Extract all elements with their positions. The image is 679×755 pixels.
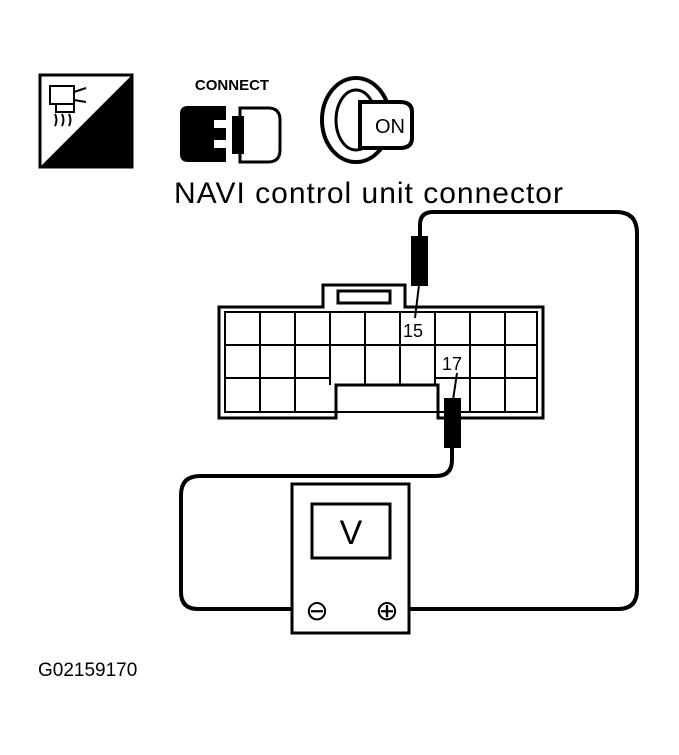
connect-icon: CONNECT (180, 77, 282, 164)
negative-probe (444, 372, 461, 448)
ignition-label: ON (375, 116, 405, 138)
diagram-title: NAVI control unit connector (174, 177, 564, 210)
negative-terminal: ⊖ (305, 595, 328, 626)
pin-17-label: 17 (442, 354, 462, 374)
positive-terminal: ⊕ (375, 595, 398, 626)
connect-label: CONNECT (195, 77, 269, 94)
voltmeter-display (310, 502, 392, 560)
positive-wire (392, 210, 639, 611)
connector (217, 283, 545, 420)
hs-label: H.S. (80, 140, 123, 165)
harness-side-icon: H.S. (38, 73, 134, 169)
figure-id: G02159170 (38, 660, 137, 681)
negative-wire (179, 446, 454, 611)
ignition-on-icon: ON (320, 76, 414, 164)
voltmeter: V ⊖ ⊕ (290, 482, 411, 635)
voltmeter-display-label: V (340, 514, 363, 552)
pin-15-label: 15 (403, 321, 423, 341)
positive-probe (411, 236, 428, 319)
